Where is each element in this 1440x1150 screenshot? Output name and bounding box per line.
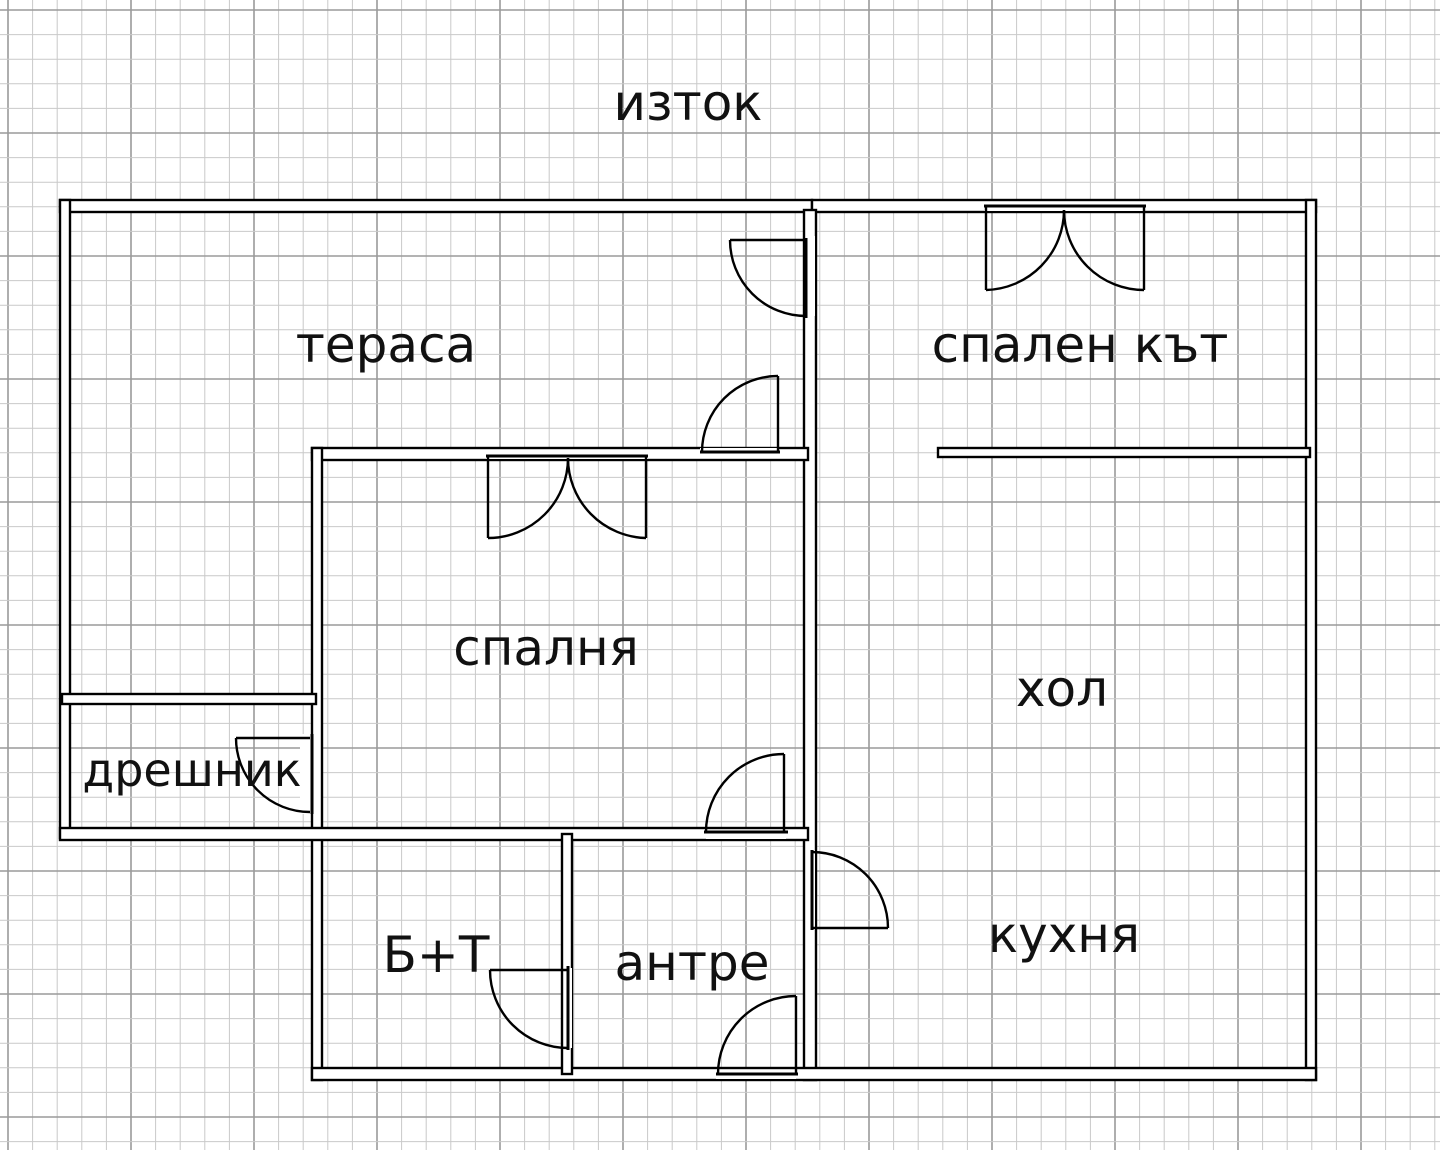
door-bedroom-bottom xyxy=(704,752,788,834)
room-label-terrace: тераса xyxy=(296,316,476,374)
room-label-bedroom: спалня xyxy=(453,619,639,677)
room-label-living-room: хол xyxy=(1016,660,1108,718)
room-labels: изток тераса спален кът спалня хол дрешн… xyxy=(82,74,1228,992)
wall-center-vertical xyxy=(802,208,818,1082)
wall-sleeping-nook-bottom xyxy=(936,446,1312,459)
door-entrance xyxy=(716,994,798,1076)
door-sleeping-nook-double xyxy=(984,204,1146,292)
door-bathroom xyxy=(488,966,570,1050)
wall-right-outer xyxy=(1304,198,1318,1082)
wall-top-left xyxy=(58,198,814,214)
wall-wardrobe-bottom xyxy=(58,826,810,842)
room-label-sleeping-nook: спален кът xyxy=(932,316,1229,374)
door-kitchen xyxy=(810,850,890,930)
room-label-bathroom: Б+Т xyxy=(383,926,490,984)
compass-label: изток xyxy=(614,74,763,132)
wall-wardrobe-top xyxy=(60,692,318,706)
room-label-wardrobe: дрешник xyxy=(82,743,301,797)
door-bedroom-double xyxy=(486,454,648,540)
door-terrace-bedroom xyxy=(700,374,780,454)
door-terrace-right xyxy=(728,238,808,318)
room-label-entrance: антре xyxy=(615,934,770,992)
wall-bottom xyxy=(310,1066,1318,1082)
doors xyxy=(234,204,1146,1076)
walls xyxy=(58,198,1318,1082)
door-wardrobe xyxy=(234,734,314,814)
wall-left-outer xyxy=(58,198,72,840)
wall-bath-entrance xyxy=(560,832,574,1076)
room-label-kitchen: кухня xyxy=(988,906,1140,964)
